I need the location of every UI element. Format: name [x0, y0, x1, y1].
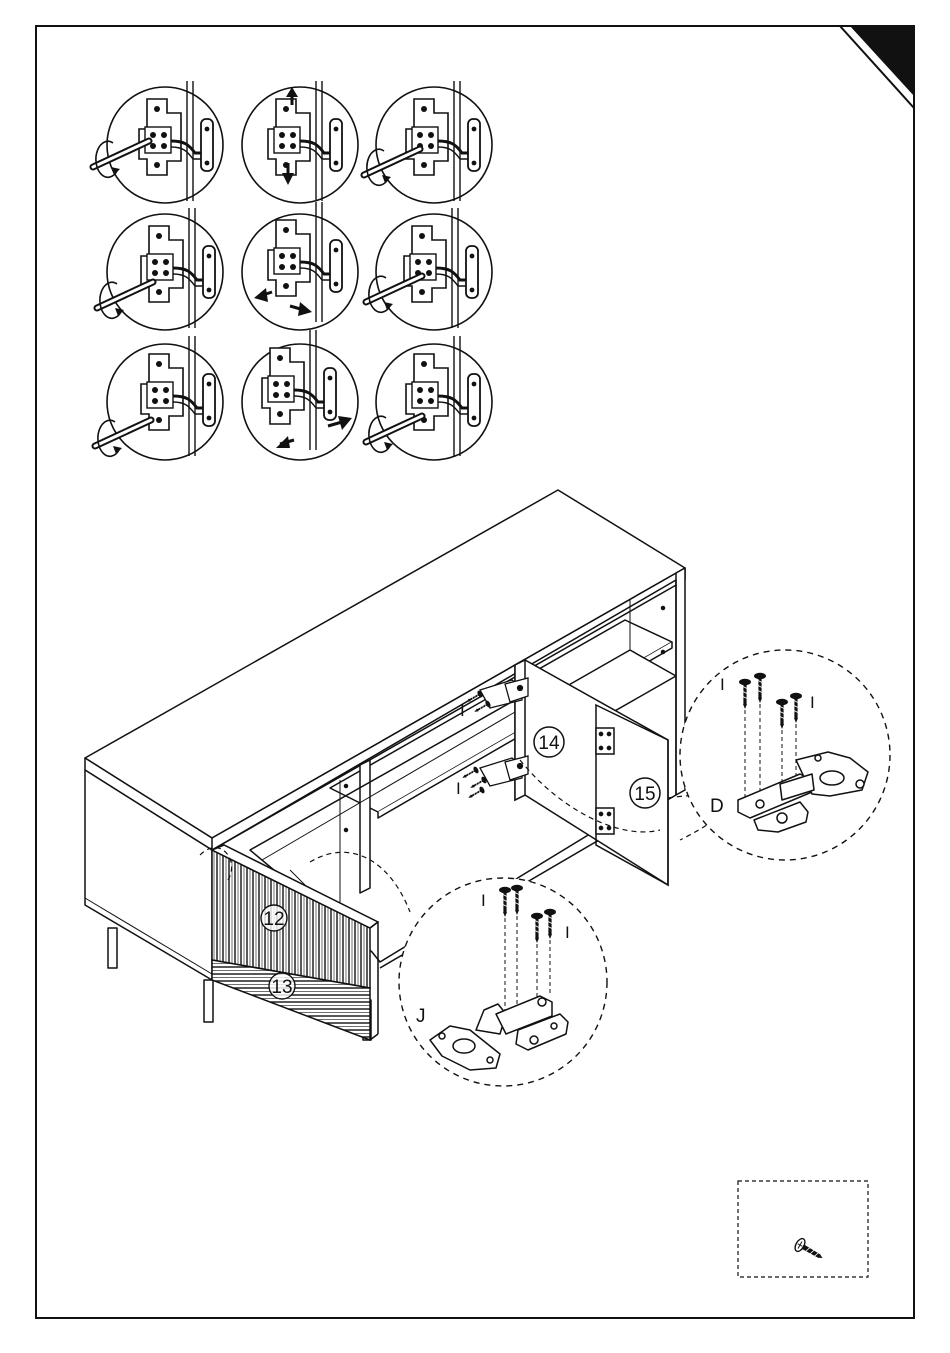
- screw-label-upper: I: [460, 701, 465, 720]
- detail-d-label: D: [710, 796, 724, 817]
- detail-j-label: J: [416, 1006, 426, 1027]
- door-label-13: 13: [271, 977, 292, 998]
- door-hinge-plate: [596, 728, 614, 754]
- door-label-14: 14: [538, 733, 560, 754]
- detail-j-screw-label-right: I: [565, 923, 570, 942]
- door-label-12: 12: [263, 909, 284, 930]
- detail-d-screw-label-left: I: [720, 675, 725, 694]
- door-label-15: 15: [634, 784, 655, 805]
- detail-d-screw-label-right: I: [810, 693, 815, 712]
- screw-label-lower: I: [456, 779, 461, 798]
- parts-box: [738, 1181, 868, 1277]
- cabinet-leg: [108, 928, 117, 968]
- cabinet-leg: [204, 980, 213, 1022]
- detail-j-screw-label-left: I: [481, 891, 486, 910]
- cabinet-divider: [360, 760, 370, 893]
- hinge-adjustment-grid: [93, 81, 492, 460]
